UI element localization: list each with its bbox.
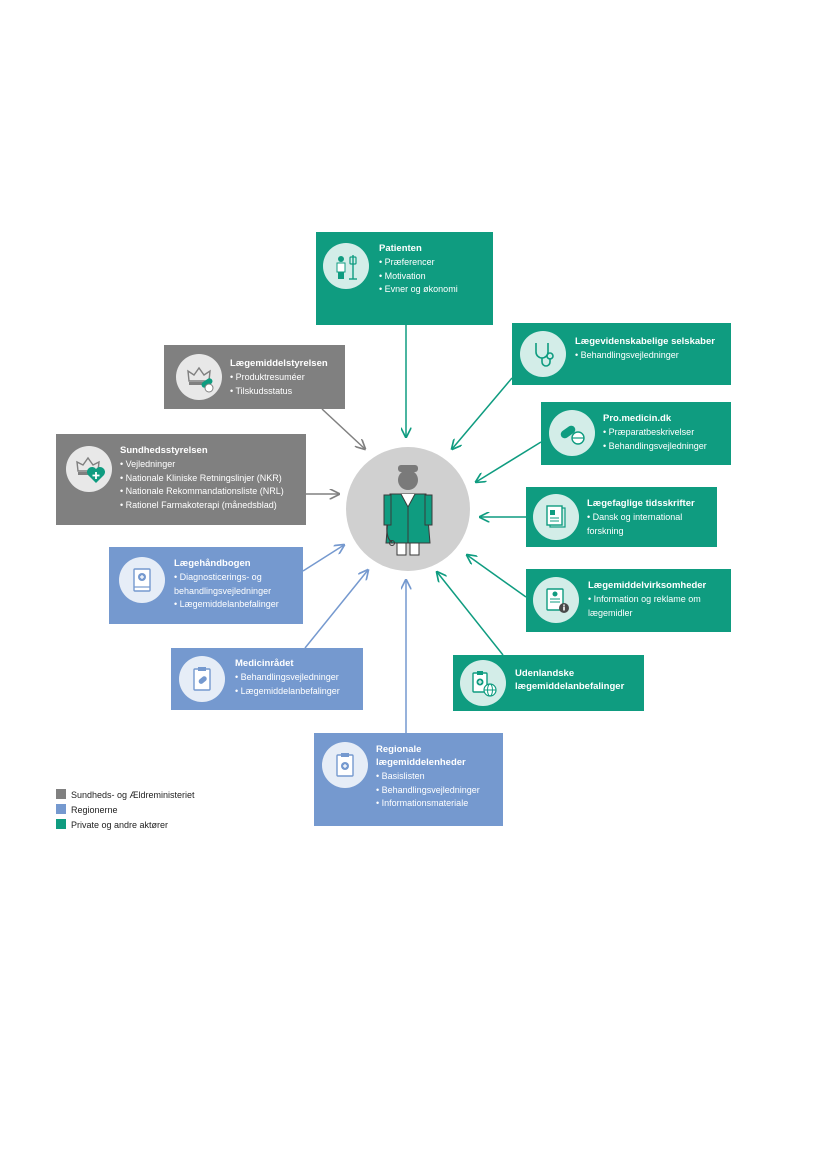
list-item: Rationel Farmakoterapi (månedsblad) [120, 499, 284, 513]
crown-pill-icon [176, 354, 222, 400]
box-list: Vejledninger Nationale Kliniske Retnings… [120, 458, 284, 512]
document-info-icon [533, 577, 579, 623]
box-virksomheder: Lægemiddelvirksomheder Information og re… [526, 569, 731, 632]
legend-item: Private og andre aktører [56, 819, 195, 831]
list-item: Informationsmateriale [376, 797, 480, 811]
box-title: Lægehåndbogen [174, 558, 251, 569]
doctor-icon [383, 465, 433, 556]
box-title: Pro.medicin.dk [603, 413, 672, 424]
pill-tablet-icon [549, 410, 595, 456]
legend-swatch-ministry [56, 789, 66, 799]
list-item: Præparatbeskrivelser [603, 426, 707, 440]
box-list: Dansk og international forskning [587, 511, 705, 538]
box-title: Lægemiddelstyrelsen [230, 358, 328, 369]
box-selskaber: Lægevidenskabelige selskaber Behandlings… [512, 323, 731, 385]
arrow-udenlandske [437, 572, 504, 656]
box-title: Sundhedsstyrelsen [120, 445, 208, 456]
list-item: Produktresuméer [230, 371, 305, 385]
legend-label: Private og andre aktører [71, 820, 169, 830]
box-tidsskrifter: Lægefaglige tidsskrifter Dansk og intern… [526, 487, 717, 547]
list-item: Diagnosticerings- og behandlingsvejledni… [174, 571, 296, 598]
list-item: Vejledninger [120, 458, 284, 472]
box-title: Regionale lægemiddelenheder [376, 743, 486, 769]
list-item: Nationale Rekommandationsliste (NRL) [120, 485, 284, 499]
legend: Sundheds- og Ældreministeriet Regionerne… [56, 789, 195, 831]
legend-label: Sundheds- og Ældreministeriet [71, 790, 195, 800]
legend-label: Regionerne [71, 805, 118, 815]
box-laegehaandbogen: Lægehåndbogen Diagnosticerings- og behan… [109, 547, 303, 624]
box-title: Lægemiddelvirksomheder [588, 580, 707, 591]
list-item: Præferencer [379, 256, 458, 270]
legend-item: Regionerne [56, 804, 195, 816]
arrow-medicinraadet [304, 570, 368, 649]
box-list: Produktresuméer Tilskudsstatus [230, 371, 305, 398]
list-item: Lægemiddelanbefalinger [235, 685, 340, 699]
journal-icon [533, 494, 579, 540]
patient-iv-icon [323, 243, 369, 289]
box-title: Lægefaglige tidsskrifter [587, 498, 695, 509]
box-list: Behandlingsvejledninger [575, 349, 679, 363]
box-medicinraadet: Medicinrådet Behandlingsvejledninger Læg… [171, 648, 363, 710]
list-item: Behandlingsvejledninger [603, 440, 707, 454]
stethoscope-icon [520, 331, 566, 377]
list-item: Lægemiddelanbefalinger [174, 598, 296, 612]
list-item: Motivation [379, 270, 458, 284]
list-item: Information og reklame om lægemidler [588, 593, 716, 620]
list-item: Evner og økonomi [379, 283, 458, 297]
box-laegemiddelstyrelsen: Lægemiddelstyrelsen Produktresuméer Tils… [164, 345, 345, 409]
legend-swatch-private [56, 819, 66, 829]
legend-item: Sundheds- og Ældreministeriet [56, 789, 195, 801]
list-item: Nationale Kliniske Retningslinjer (NKR) [120, 472, 284, 486]
box-title: Udenlandske lægemiddelanbefalinger [515, 667, 635, 693]
list-item: Behandlingsvejledninger [575, 349, 679, 363]
box-udenlandske: Udenlandske lægemiddelanbefalinger [453, 655, 644, 711]
box-title: Patienten [379, 243, 422, 254]
box-title-text: Regionale lægemiddelenheder [376, 744, 466, 768]
arrow-promedicin [476, 441, 542, 482]
box-regionale: Regionale lægemiddelenheder Basislisten … [314, 733, 503, 826]
box-list: Behandlingsvejledninger Lægemiddelanbefa… [235, 671, 340, 698]
doctor-circle [346, 447, 470, 571]
box-list: Præferencer Motivation Evner og økonomi [379, 256, 458, 297]
box-list: Præparatbeskrivelser Behandlingsvejledni… [603, 426, 707, 453]
list-item: Basislisten [376, 770, 480, 784]
list-item: Tilskudsstatus [230, 385, 305, 399]
clipboard-cross-icon [322, 742, 368, 788]
clipboard-globe-icon [460, 660, 506, 706]
list-item: Dansk og international forskning [587, 511, 705, 538]
crown-heart-cross-icon [66, 446, 112, 492]
legend-swatch-regions [56, 804, 66, 814]
box-promedicin: Pro.medicin.dk Præparatbeskrivelser Beha… [541, 402, 731, 465]
box-sundhedsstyrelsen: Sundhedsstyrelsen Vejledninger Nationale… [56, 434, 306, 525]
box-title: Lægevidenskabelige selskaber [575, 336, 715, 347]
box-patienten: Patienten Præferencer Motivation Evner o… [316, 232, 493, 325]
box-list: Information og reklame om lægemidler [588, 593, 716, 620]
book-cross-icon [119, 557, 165, 603]
arrow-virksomheder [467, 555, 527, 598]
list-item: Behandlingsvejledninger [376, 784, 480, 798]
arrow-selskaber [452, 377, 513, 449]
box-list: Basislisten Behandlingsvejledninger Info… [376, 770, 480, 811]
box-title-text: Udenlandske lægemiddelanbefalinger [515, 668, 625, 692]
box-title: Medicinrådet [235, 658, 294, 669]
clipboard-pill-icon [179, 656, 225, 702]
arrow-laegehaandbogen [302, 545, 344, 572]
list-item: Behandlingsvejledninger [235, 671, 340, 685]
box-list: Diagnosticerings- og behandlingsvejledni… [174, 571, 296, 612]
arrow-laegemiddelstyrelsen [321, 408, 365, 449]
